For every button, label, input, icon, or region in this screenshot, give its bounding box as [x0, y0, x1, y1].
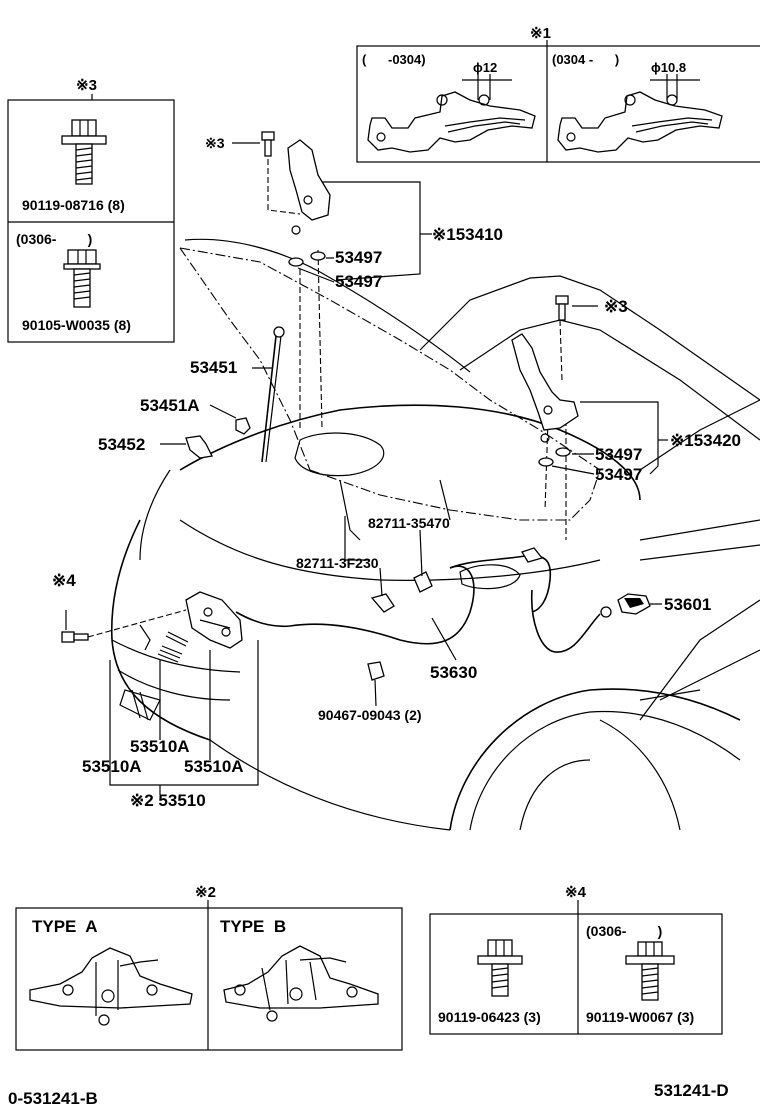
part-53510-label: ※2 53510 [130, 791, 206, 810]
note4-mark: ※4 [565, 884, 587, 901]
bolt-icon [63, 249, 101, 308]
part-53451-label: 53451 [190, 358, 237, 377]
part-53510a-label: 53510A [130, 737, 190, 756]
footer-right-code: 531241-D [654, 1081, 729, 1100]
part-82711-35470-label: 82711-35470 [368, 515, 450, 531]
release-cable [235, 554, 601, 653]
part-53630-label: 53630 [430, 663, 477, 682]
note3-range-b: (0306- ) [16, 231, 92, 247]
inset-note2: ※2 TYPE A TYPE B [15, 884, 403, 1051]
footer-left-code: 0-531241-B [8, 1089, 98, 1108]
inset-note4: ※4 90119-06423 (3) (0306- ) 90119-W0067 … [429, 884, 723, 1035]
stay-holder [185, 435, 213, 459]
part-53497-label: 53497 [335, 248, 382, 267]
part-82711-3f230-label: 82711-3F230 [296, 555, 379, 571]
part-labels: ※3 53497 53497 ※153410 ※3 53451 53451A 5… [52, 135, 741, 810]
note4-frame [429, 913, 723, 1035]
lock-type-a-sketch [29, 947, 193, 1026]
cable-clamp [367, 547, 544, 681]
part-53497-label: 53497 [595, 465, 642, 484]
mark3-right-label: ※3 [604, 297, 628, 316]
hood-cushion [235, 417, 251, 435]
part-153420-label: ※153420 [670, 431, 741, 450]
lock-spring [139, 624, 189, 663]
part-53510a-label: 53510A [184, 757, 244, 776]
hood-release-lever [600, 593, 651, 618]
type-a-label: TYPE A [32, 917, 98, 936]
lock-type-b-sketch [223, 945, 379, 1022]
part-153410-label: ※153410 [432, 225, 503, 244]
note1-right-dim: ϕ10.8 [651, 60, 686, 75]
hood-hinge-left [287, 139, 331, 267]
bolt-icon [625, 941, 675, 1001]
part-53451a-label: 53451A [140, 396, 200, 415]
note1-left-dim: ϕ12 [473, 60, 497, 75]
type-b-label: TYPE B [220, 917, 286, 936]
leader-lines [65, 142, 668, 795]
hood-hinge-right [511, 333, 579, 467]
note4-bolt-b: 90119-W0067 (3) [586, 1009, 694, 1025]
bolt-icon [477, 939, 523, 997]
note1-frame [356, 45, 760, 163]
part-53601-label: 53601 [664, 595, 711, 614]
car-body-illustration [110, 150, 760, 831]
part-53497-label: 53497 [595, 445, 642, 464]
hinge-sketch-left [367, 74, 536, 153]
note4-range-b: (0306- ) [586, 923, 662, 939]
bolt-icon [61, 119, 107, 185]
mark4-left-label: ※4 [52, 571, 76, 590]
hood-support-rod [261, 326, 285, 463]
bolt-icon [61, 631, 89, 643]
part-53497-label: 53497 [335, 272, 382, 291]
part-53510a-label: 53510A [82, 757, 142, 776]
note2-frame [15, 907, 403, 1051]
note3-mark: ※3 [76, 77, 97, 94]
note3-bolt-b: 90105-W0035 (8) [22, 317, 131, 333]
note3-frame [7, 99, 175, 343]
inset-note1: ※1 ( -0304) (0304 - ) ϕ12 ϕ10.8 [356, 25, 760, 163]
note4-bolt-a: 90119-06423 (3) [438, 1009, 541, 1025]
bolt-icon [555, 295, 569, 321]
note1-right-range: (0304 - ) [552, 52, 619, 67]
note1-left-range: ( -0304) [362, 52, 426, 67]
hood-lock [185, 591, 243, 649]
inset-note3: ※3 90119-08716 (8) (0306- ) 90105-W0035 … [7, 77, 175, 343]
bolt-icon [261, 131, 275, 157]
note2-mark: ※2 [195, 884, 216, 901]
mark3-top-label: ※3 [205, 135, 225, 151]
part-90467-label: 90467-09043 (2) [318, 707, 422, 723]
note1-mark: ※1 [530, 25, 551, 42]
part-53452-label: 53452 [98, 435, 145, 454]
hinge-sketch-right [557, 74, 723, 153]
note3-bolt-a: 90119-08716 (8) [22, 197, 125, 213]
